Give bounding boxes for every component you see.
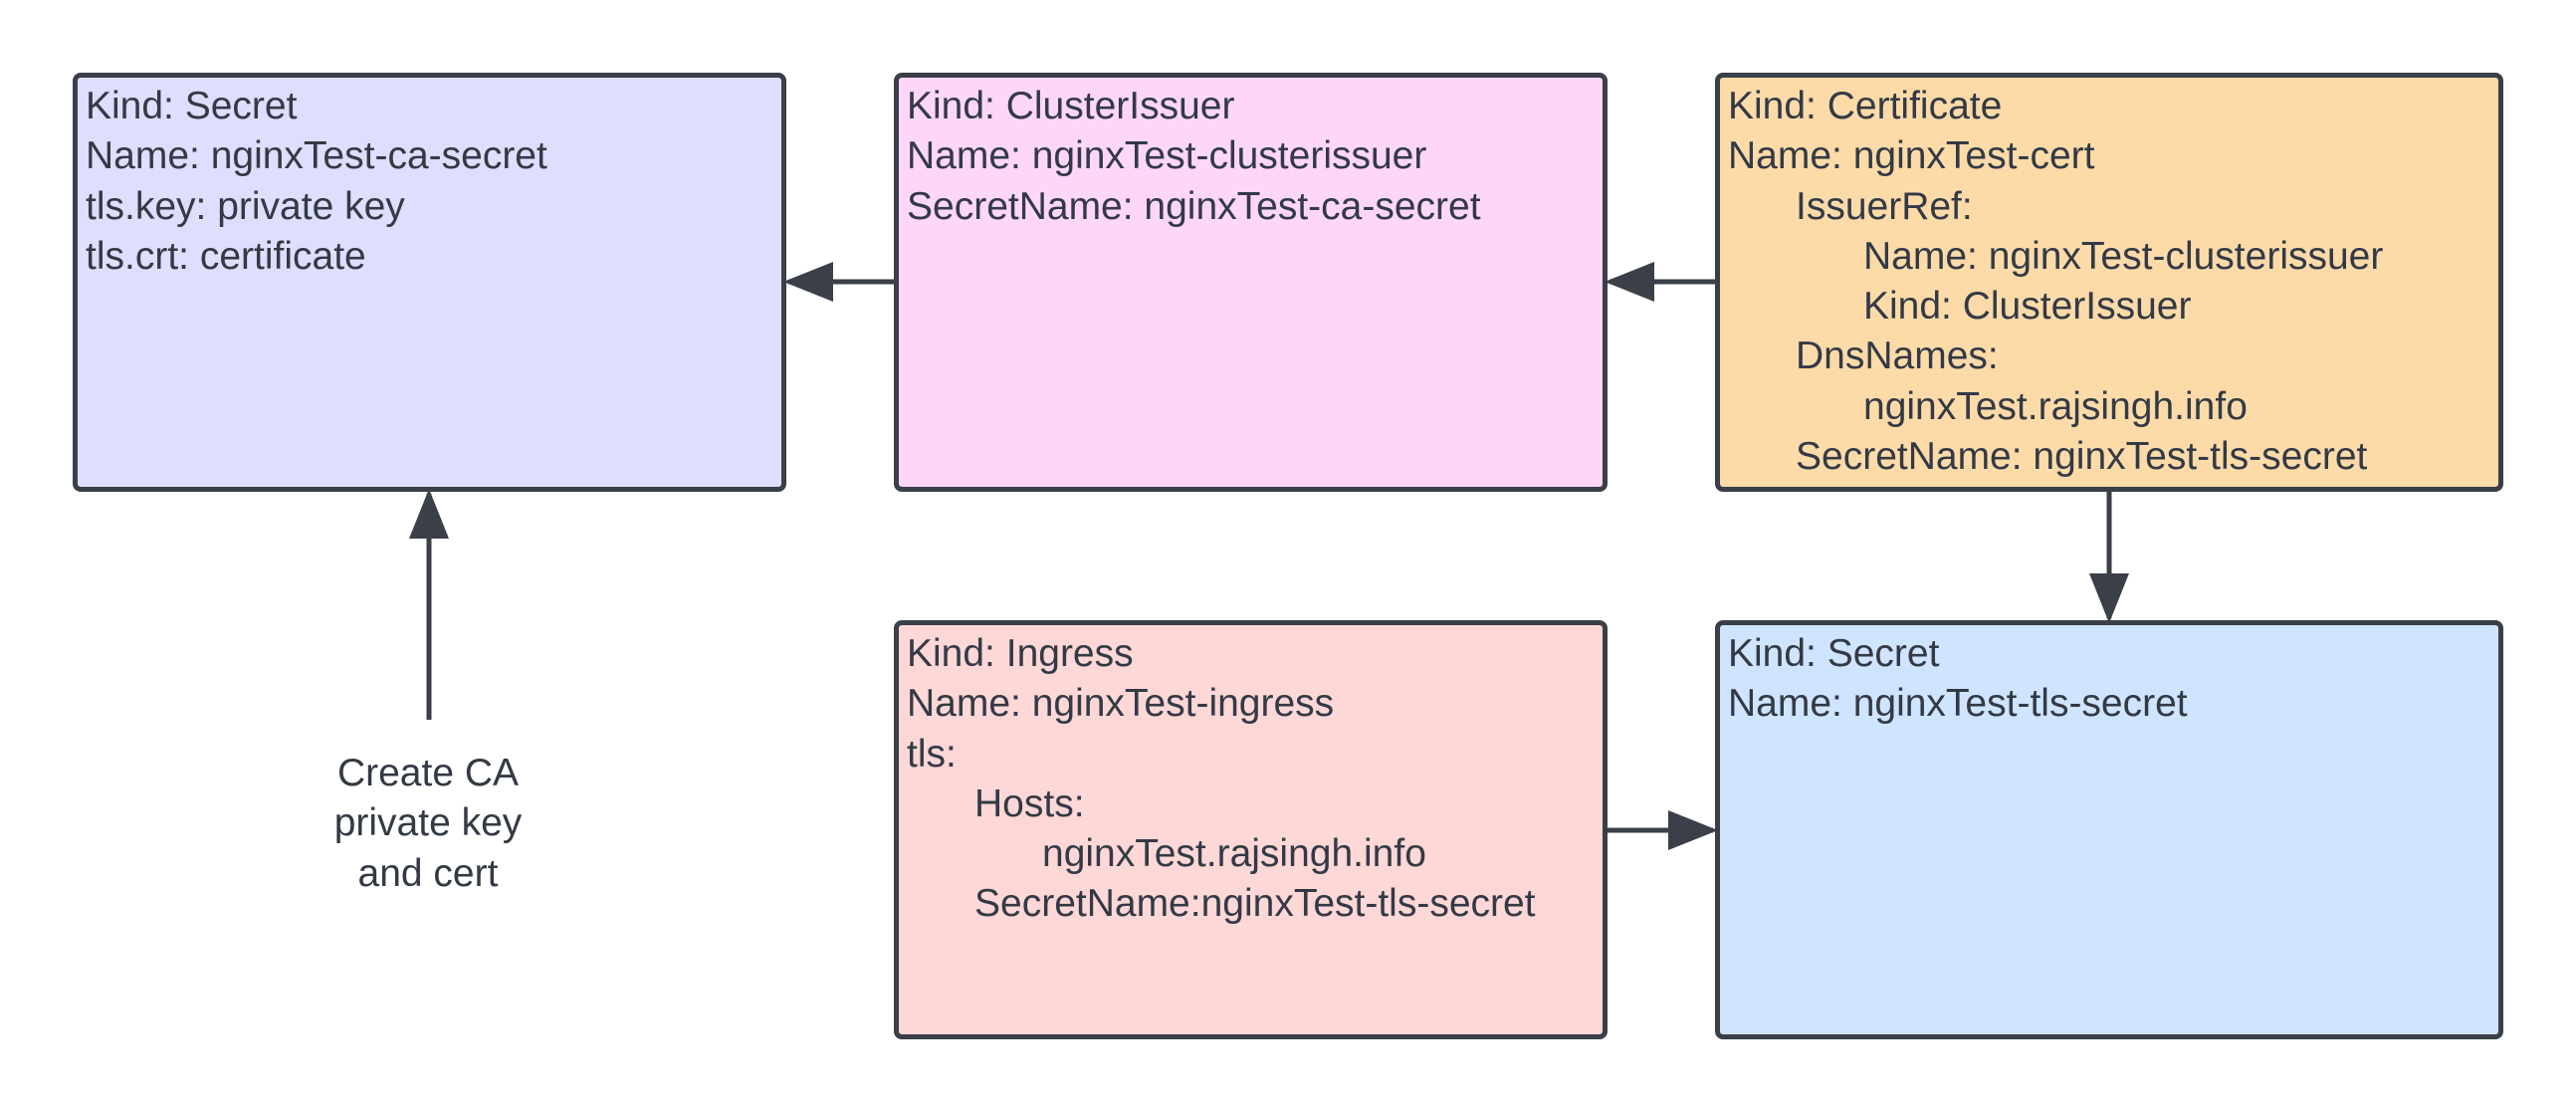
node-line: Kind: Ingress — [907, 632, 1134, 675]
node-line: Hosts: — [974, 781, 1085, 825]
node-line: Name: nginxTest-ingress — [907, 682, 1335, 726]
annotation-line: and cert — [357, 851, 499, 895]
clusterissuer-node: Kind: ClusterIssuer Name: nginxTest-clus… — [894, 73, 1608, 492]
node-line: Name: nginxTest-ca-secret — [86, 134, 547, 178]
node-line: Name: nginxTest-clusterissuer — [907, 134, 1427, 178]
node-line: Kind: Secret — [86, 85, 298, 127]
node-line: Kind: Secret — [1728, 632, 1940, 675]
node-line: tls.key: private key — [86, 184, 405, 228]
node-line: SecretName:nginxTest-tls-secret — [974, 882, 1536, 926]
node-line: Name: nginxTest-tls-secret — [1728, 682, 2188, 726]
node-line: Kind: ClusterIssuer — [1863, 285, 2192, 329]
node-line: tls: — [907, 732, 957, 776]
node-line: SecretName: nginxTest-tls-secret — [1796, 435, 2368, 479]
node-line: tls.crt: certificate — [86, 234, 366, 278]
ingress-node: Kind: Ingress Name: nginxTest-ingress tl… — [894, 620, 1608, 1039]
annotation-line: private key — [333, 801, 523, 845]
create-ca-annotation: Create CA private key and cert — [279, 749, 577, 899]
node-line: Name: nginxTest-clusterissuer — [1863, 234, 2384, 278]
node-line: nginxTest.rajsingh.info — [1863, 384, 2248, 428]
certificate-node: Kind: Certificate Name: nginxTest-cert I… — [1715, 73, 2503, 492]
node-line: DnsNames: — [1796, 334, 1999, 378]
node-line: SecretName: nginxTest-ca-secret — [907, 184, 1481, 228]
node-line: IssuerRef: — [1796, 184, 1973, 228]
annotation-line: Create CA — [336, 752, 520, 794]
node-line: Kind: Certificate — [1728, 85, 2003, 127]
node-line: Kind: ClusterIssuer — [907, 85, 1235, 127]
node-line: Name: nginxTest-cert — [1728, 134, 2095, 178]
secret-ca-node: Kind: Secret Name: nginxTest-ca-secret t… — [73, 73, 786, 492]
node-line: nginxTest.rajsingh.info — [1042, 832, 1426, 876]
